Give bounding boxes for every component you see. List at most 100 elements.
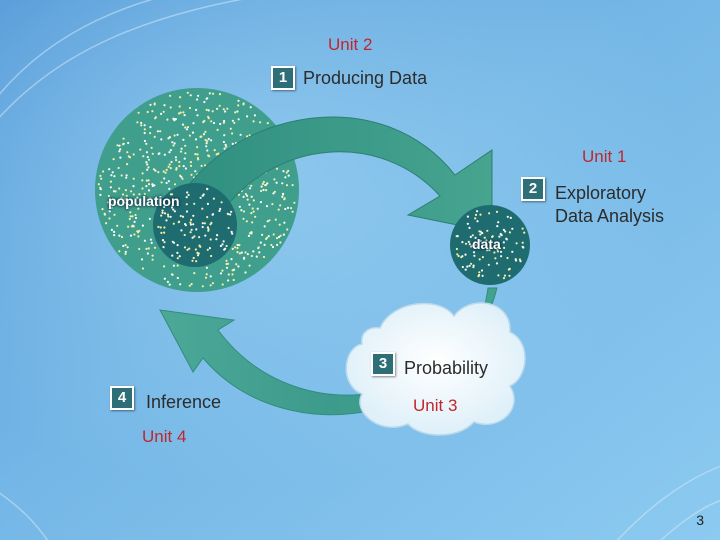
speckle-dot [147,179,150,182]
speckle-dot [243,256,246,259]
speckle-dot [122,137,125,140]
speckle-dot [137,231,140,234]
speckle-dot [205,142,208,145]
speckle-dot [285,171,288,174]
speckle-dot [479,230,482,233]
speckle-dot [461,265,464,269]
speckle-dot [143,239,146,242]
speckle-dot [221,283,224,286]
speckle-dot [242,210,246,213]
speckle-dot [122,244,125,248]
speckle-dot [161,239,165,242]
speckle-dot [271,203,274,206]
speckle-dot [120,235,124,239]
speckle-dot [136,196,139,199]
speckle-dot [124,250,127,253]
speckle-dot [140,258,144,261]
speckle-dot [508,231,511,234]
speckle-dot [509,216,512,219]
speckle-dot [246,198,249,201]
speckle-dot [163,241,166,244]
speckle-dot [215,238,218,241]
speckle-dot [155,201,158,204]
speckle-dot [163,231,166,234]
speckle-dot [273,190,276,193]
speckle-dot [279,234,282,237]
speckle-dot [185,203,188,206]
speckle-dot [172,241,176,244]
speckle-dot [189,164,193,167]
speckle-dot [219,122,222,126]
speckle-dot [193,235,196,238]
speckle-dot [175,159,178,162]
speckle-dot [469,235,472,238]
speckle-dot [287,169,290,172]
speckle-dot [199,196,202,199]
speckle-dot [124,189,127,192]
speckle-dot [109,180,112,183]
speckle-dot [474,213,478,216]
speckle-dot [279,241,282,244]
speckle-dot [163,205,166,208]
speckle-dot [207,137,210,141]
speckle-dot [515,242,518,245]
speckle-dot [113,213,116,216]
speckle-dot [242,217,245,220]
speckle-dot [262,255,266,259]
speckle-dot [218,104,221,107]
speckle-dot [231,232,234,235]
speckle-dot [211,110,214,113]
speckle-dot [141,172,144,175]
speckle-dot [472,251,476,254]
speckle-dot [523,231,526,234]
speckle-dot [184,223,187,226]
speckle-dot [145,151,148,154]
speckle-dot [194,248,197,251]
speckle-dot [273,178,276,181]
speckle-dot [272,233,275,236]
speckle-dot [219,272,223,275]
speckle-dot [247,234,250,237]
speckle-dot [193,202,196,205]
speckle-dot [518,258,522,261]
speckle-dot [263,243,266,246]
speckle-dot [213,149,216,152]
speckle-dot [196,156,199,160]
speckle-dot [186,91,189,94]
speckle-dot [163,277,166,280]
speckle-dot [125,174,128,177]
speckle-dot [108,210,111,213]
speckle-dot [168,163,171,166]
speckle-dot [211,213,215,216]
speckle-dot [261,182,264,186]
speckle-dot [153,246,157,249]
speckle-dot [256,207,259,210]
speckle-dot [194,153,197,156]
speckle-dot [180,229,183,232]
speckle-dot [179,283,182,286]
speckle-dot [252,120,255,123]
speckle-dot [170,206,174,209]
speckle-dot [161,209,164,212]
speckle-dot [248,187,252,190]
speckle-dot [234,111,237,114]
population-label: population [108,193,180,209]
speckle-dot [173,210,176,213]
speckle-dot [208,247,211,250]
speckle-dot [250,212,253,215]
speckle-dot [499,250,503,253]
speckle-dot [171,141,174,144]
speckle-dot [163,226,166,229]
speckle-dot [127,206,130,209]
data-dots [455,210,526,280]
speckle-dot [480,269,484,272]
speckle-dot [195,108,198,111]
speckle-dot [244,271,247,274]
speckle-dot [112,190,116,193]
page-number: 3 [696,512,704,528]
speckle-dot [145,247,148,250]
speckle-dot [500,255,503,258]
speckle-dot [467,240,470,243]
speckle-dot [265,189,268,192]
